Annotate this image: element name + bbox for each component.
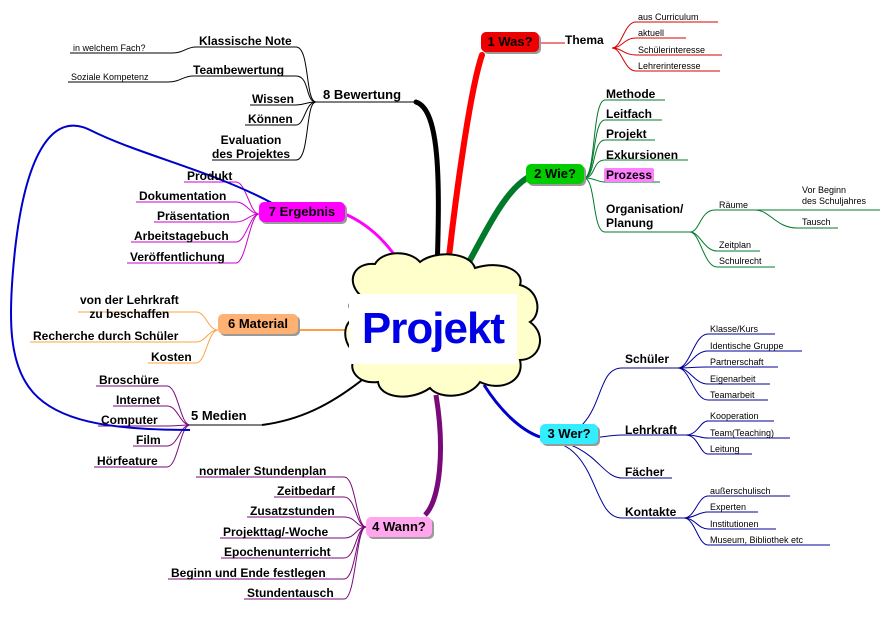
wann-item-1: normaler Stundenplan xyxy=(199,464,327,478)
branch-bewertung-title[interactable]: 8 Bewertung xyxy=(323,87,402,102)
wie-leitfach: Leitfach xyxy=(606,107,653,121)
wann-item-4: Projekttag/-Woche xyxy=(223,525,329,539)
prozess-highlight: Prozess xyxy=(604,168,655,182)
wann-item-5: Epochenunterricht xyxy=(224,545,331,559)
ergebnis-item-1: Produkt xyxy=(187,169,233,183)
material-item-1: von der Lehrkraft zu beschaffen xyxy=(80,293,179,321)
wer-kontakte-item-1: außerschulisch xyxy=(710,486,771,496)
wer-kontakte-item-2: Experten xyxy=(710,502,747,512)
medien-item-5: Hörfeature xyxy=(97,454,158,468)
was-item-3: Schülerinteresse xyxy=(638,45,706,55)
wer-kontakte-item-4: Museum, Bibliothek etc xyxy=(710,535,804,545)
bewertung-klassische-sub: in welchem Fach? xyxy=(73,43,146,53)
bewertung-team-sub: Soziale Kompetenz xyxy=(71,72,149,82)
center-title-box: Projekt xyxy=(349,294,517,364)
wer-lehrkraft-item-3: Leitung xyxy=(710,444,740,454)
bewertung-team: Teambewertung xyxy=(193,63,285,77)
medien-item-1: Broschüre xyxy=(99,373,160,387)
wann-item-3: Zusatzstunden xyxy=(250,504,335,518)
medien-item-4: Film xyxy=(136,433,161,447)
wie-prozess: Prozess xyxy=(604,168,655,182)
material-item-3: Kosten xyxy=(151,350,192,364)
wer-schueler: Schüler xyxy=(625,352,670,366)
wann-item-7: Stundentausch xyxy=(247,586,334,600)
wer-kontakte-item-3: Institutionen xyxy=(710,519,759,529)
branch-bewertung-connector xyxy=(413,99,441,275)
wie-raeume: Räume xyxy=(719,200,749,210)
wer-faecher: Fächer xyxy=(625,465,665,479)
wer-kontakte: Kontakte xyxy=(625,505,677,519)
wann-item-6: Beginn und Ende festlegen xyxy=(171,566,326,580)
was-item-2: aktuell xyxy=(638,28,665,38)
medien-item-2: Internet xyxy=(116,393,161,407)
bewertung-item-3: Evaluation des Projektes xyxy=(212,133,291,161)
wie-tausch: Tausch xyxy=(802,217,831,227)
wer-lehrkraft: Lehrkraft xyxy=(625,423,678,437)
bewertung-item-1: Wissen xyxy=(252,92,294,106)
wie-projekt: Projekt xyxy=(606,127,647,141)
wie-vor-beginn: Vor Beginn des Schuljahres xyxy=(802,185,867,206)
bewertung-klassische: Klassische Note xyxy=(199,34,292,48)
branch-wer-box[interactable]: 3 Wer? xyxy=(540,424,598,444)
wie-methode: Methode xyxy=(606,87,656,101)
wer-schueler-item-3: Partnerschaft xyxy=(710,357,764,367)
branch-material-box[interactable]: 6 Material xyxy=(218,314,298,334)
ergebnis-item-3: Präsentation xyxy=(157,209,230,223)
wer-schueler-item-5: Teamarbeit xyxy=(710,390,755,400)
cross-link-arrow xyxy=(9,124,273,431)
material-item-2: Recherche durch Schüler xyxy=(33,329,179,343)
center-title: Projekt xyxy=(361,304,505,353)
branch-medien-connector xyxy=(261,379,363,426)
medien-item-3: Computer xyxy=(101,413,158,427)
wer-schueler-item-4: Eigenarbeit xyxy=(710,374,756,384)
branch-wie-box[interactable]: 2 Wie? xyxy=(526,164,584,184)
branch-was-connector xyxy=(444,52,485,278)
wie-zeitplan: Zeitplan xyxy=(719,240,752,250)
branch-was-box[interactable]: 1 Was? xyxy=(481,32,539,52)
wann-item-2: Zeitbedarf xyxy=(277,484,336,498)
was-item-4: Lehrerinteresse xyxy=(638,61,701,71)
was-thema: Thema xyxy=(565,33,604,47)
wer-lehrkraft-item-1: Kooperation xyxy=(710,411,759,421)
wer-schueler-item-2: Identische Gruppe xyxy=(710,341,784,351)
was-item-1: aus Curriculum xyxy=(638,12,699,22)
wie-organisation: Organisation/ Planung xyxy=(606,202,684,230)
branch-medien-title[interactable]: 5 Medien xyxy=(191,408,247,423)
wie-exkursionen: Exkursionen xyxy=(606,148,679,162)
bewertung-item-2: Können xyxy=(248,112,293,126)
branch-wann-box[interactable]: 4 Wann? xyxy=(366,517,432,537)
branch-ergebnis-box[interactable]: 7 Ergebnis xyxy=(259,202,345,222)
ergebnis-item-4: Arbeitstagebuch xyxy=(134,229,229,243)
ergebnis-item-2: Dokumentation xyxy=(139,189,227,203)
branch-wer-connector xyxy=(482,384,541,439)
wer-lehrkraft-item-2: Team(Teaching) xyxy=(710,428,775,438)
wie-schulrecht: Schulrecht xyxy=(719,256,762,266)
wer-schueler-item-1: Klasse/Kurs xyxy=(710,324,759,334)
ergebnis-item-5: Veröffentlichung xyxy=(130,250,225,264)
branch-wann-connector xyxy=(423,394,443,517)
